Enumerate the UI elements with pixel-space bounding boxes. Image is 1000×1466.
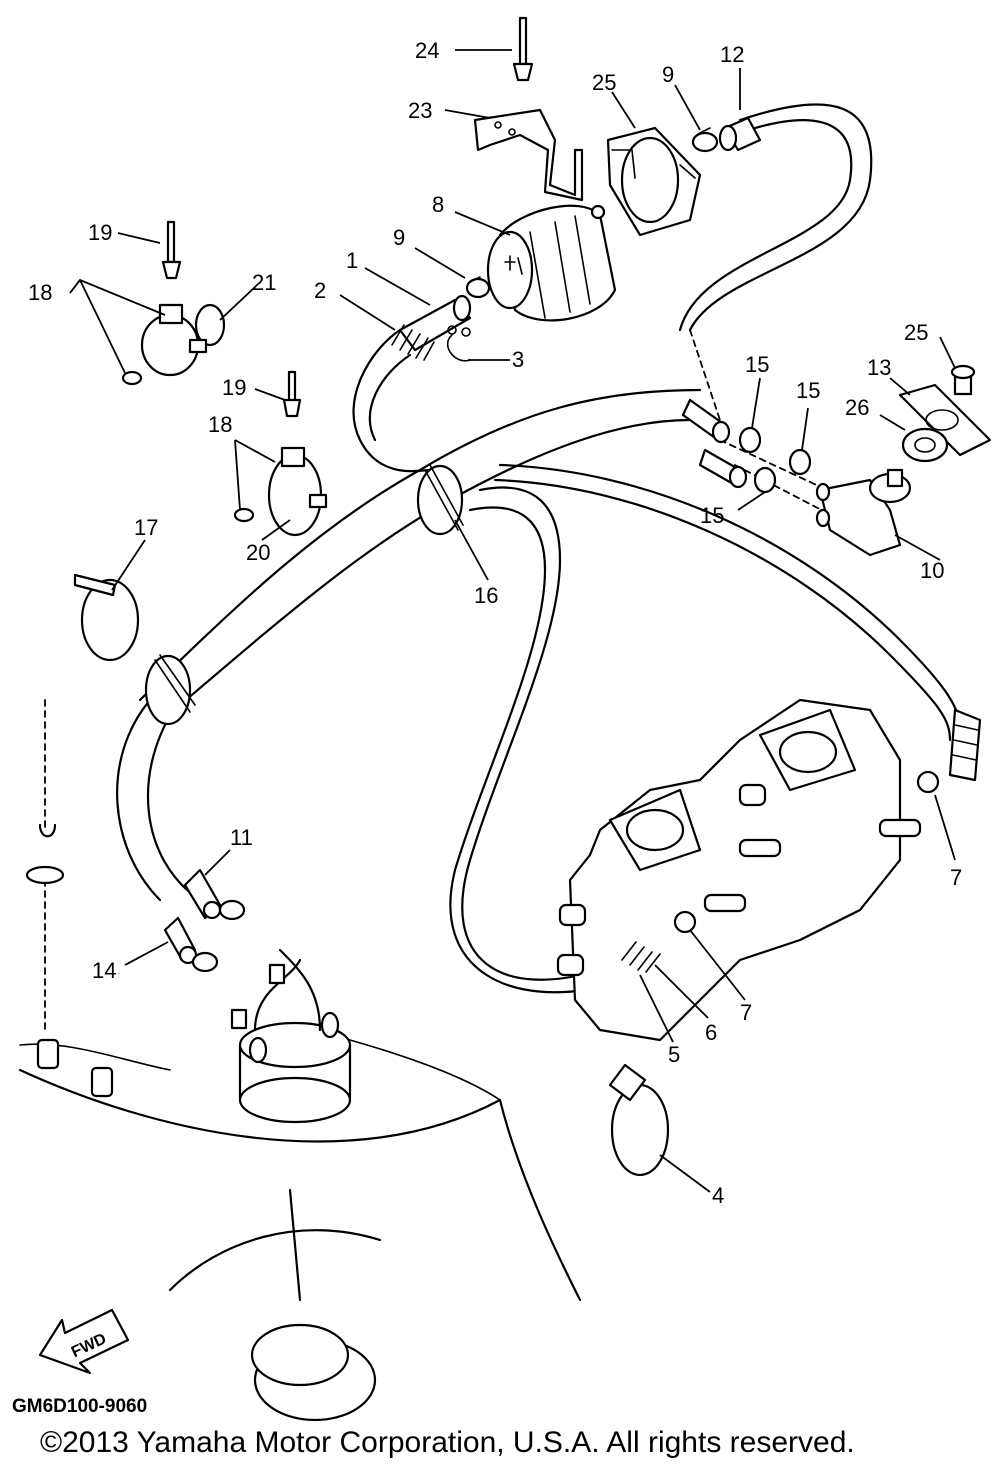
- diagram-code: GM6D100-9060: [12, 1396, 147, 1417]
- rivet-23: [512, 16, 534, 82]
- fuel-pickup-unit: [238, 948, 352, 1124]
- callout-21: 21: [252, 270, 276, 295]
- callout-10: 10: [920, 558, 944, 583]
- hose-12-end: [718, 116, 762, 152]
- clamp-assembly-upper: [121, 220, 226, 386]
- fuel-tank-outline: [18, 1039, 582, 1302]
- callout-1: 1: [346, 248, 358, 273]
- callout-24: 25: [592, 70, 616, 95]
- carburetor-assembly: [556, 698, 922, 1042]
- vent-hose-end: [948, 708, 982, 782]
- pipe-13: [183, 868, 222, 920]
- hose-1: [398, 294, 472, 352]
- nut-26: [901, 427, 949, 463]
- callout-15-a: 15: [745, 352, 769, 377]
- fuel-filter: [486, 204, 617, 322]
- vent-hose: [493, 463, 962, 742]
- leader-lines: [69, 49, 956, 1193]
- callout-19-lower: 19: [222, 375, 246, 400]
- callout-13: 11: [230, 825, 253, 850]
- return-hose: [116, 698, 202, 902]
- filter-holder: [606, 126, 702, 237]
- fwd-arrow: FWD: [38, 1308, 130, 1375]
- callout-18-lower: 18: [208, 412, 232, 437]
- callout-8: 8: [432, 192, 444, 217]
- callout-14: 14: [92, 958, 116, 983]
- callout-4: 4: [712, 1183, 724, 1208]
- callout-15-c: 15: [700, 503, 724, 528]
- screw-25: [950, 364, 976, 396]
- filler-neck: [250, 1323, 377, 1422]
- callout-23: 24: [415, 38, 439, 63]
- pipe-14: [163, 916, 198, 965]
- hose-16-to-carb: [449, 486, 612, 994]
- callout-20: 20: [246, 540, 270, 565]
- copyright-notice: ©2013 Yamaha Motor Corporation, U.S.A. A…: [40, 1426, 855, 1459]
- clip-7-lower: [673, 910, 697, 934]
- hose-spring-2: [391, 324, 435, 361]
- callout-15-b: 15: [796, 378, 820, 403]
- clip-7-upper: [916, 770, 940, 794]
- filter-bracket: [473, 108, 584, 202]
- small-clamps-lower: [191, 899, 286, 1030]
- tank-fittings: [25, 823, 114, 1098]
- hose-ends-15: [681, 398, 748, 489]
- hose-spring-6: [621, 941, 661, 973]
- callout-3: 3: [512, 347, 524, 372]
- clip-3: [446, 325, 471, 362]
- callout-9-lower: 9: [393, 225, 405, 250]
- callout-22: 23: [408, 98, 432, 123]
- callout-26: 26: [845, 395, 869, 420]
- callout-18-upper: 18: [28, 280, 52, 305]
- hose-2-to-pump: [352, 328, 432, 473]
- hose-joint-left: [144, 654, 196, 726]
- callout-25: 25: [904, 320, 928, 345]
- callout-5: 6: [705, 1020, 717, 1045]
- band-17: [73, 573, 140, 662]
- callout-9-upper: 9: [662, 62, 674, 87]
- callout-11: 13: [867, 355, 891, 380]
- callout-6: 5: [668, 1042, 680, 1067]
- callout-7-lower: 7: [740, 1000, 752, 1025]
- callout-19-upper: 19: [88, 220, 112, 245]
- hose-12-to-filter: [678, 103, 873, 332]
- clamp-9-upper: [691, 127, 719, 153]
- fuel-hose-main: [138, 388, 702, 707]
- callout-12: 12: [720, 42, 744, 67]
- grommet-16: [416, 464, 464, 536]
- callout-labels: 24 23 25 9 12 8 9 1 2 3 19 18 21 19 18 2…: [28, 38, 962, 1208]
- callout-2: 2: [314, 278, 326, 303]
- clamp-assembly-lower: [233, 370, 328, 537]
- callout-16: 16: [474, 583, 498, 608]
- clamps-15: [738, 426, 812, 494]
- clamp-9-lower: [465, 276, 491, 299]
- callout-17: 17: [134, 515, 158, 540]
- fuel-cock-10: [815, 468, 912, 557]
- band-4: [608, 1063, 670, 1177]
- callout-7-right: 7: [950, 865, 962, 890]
